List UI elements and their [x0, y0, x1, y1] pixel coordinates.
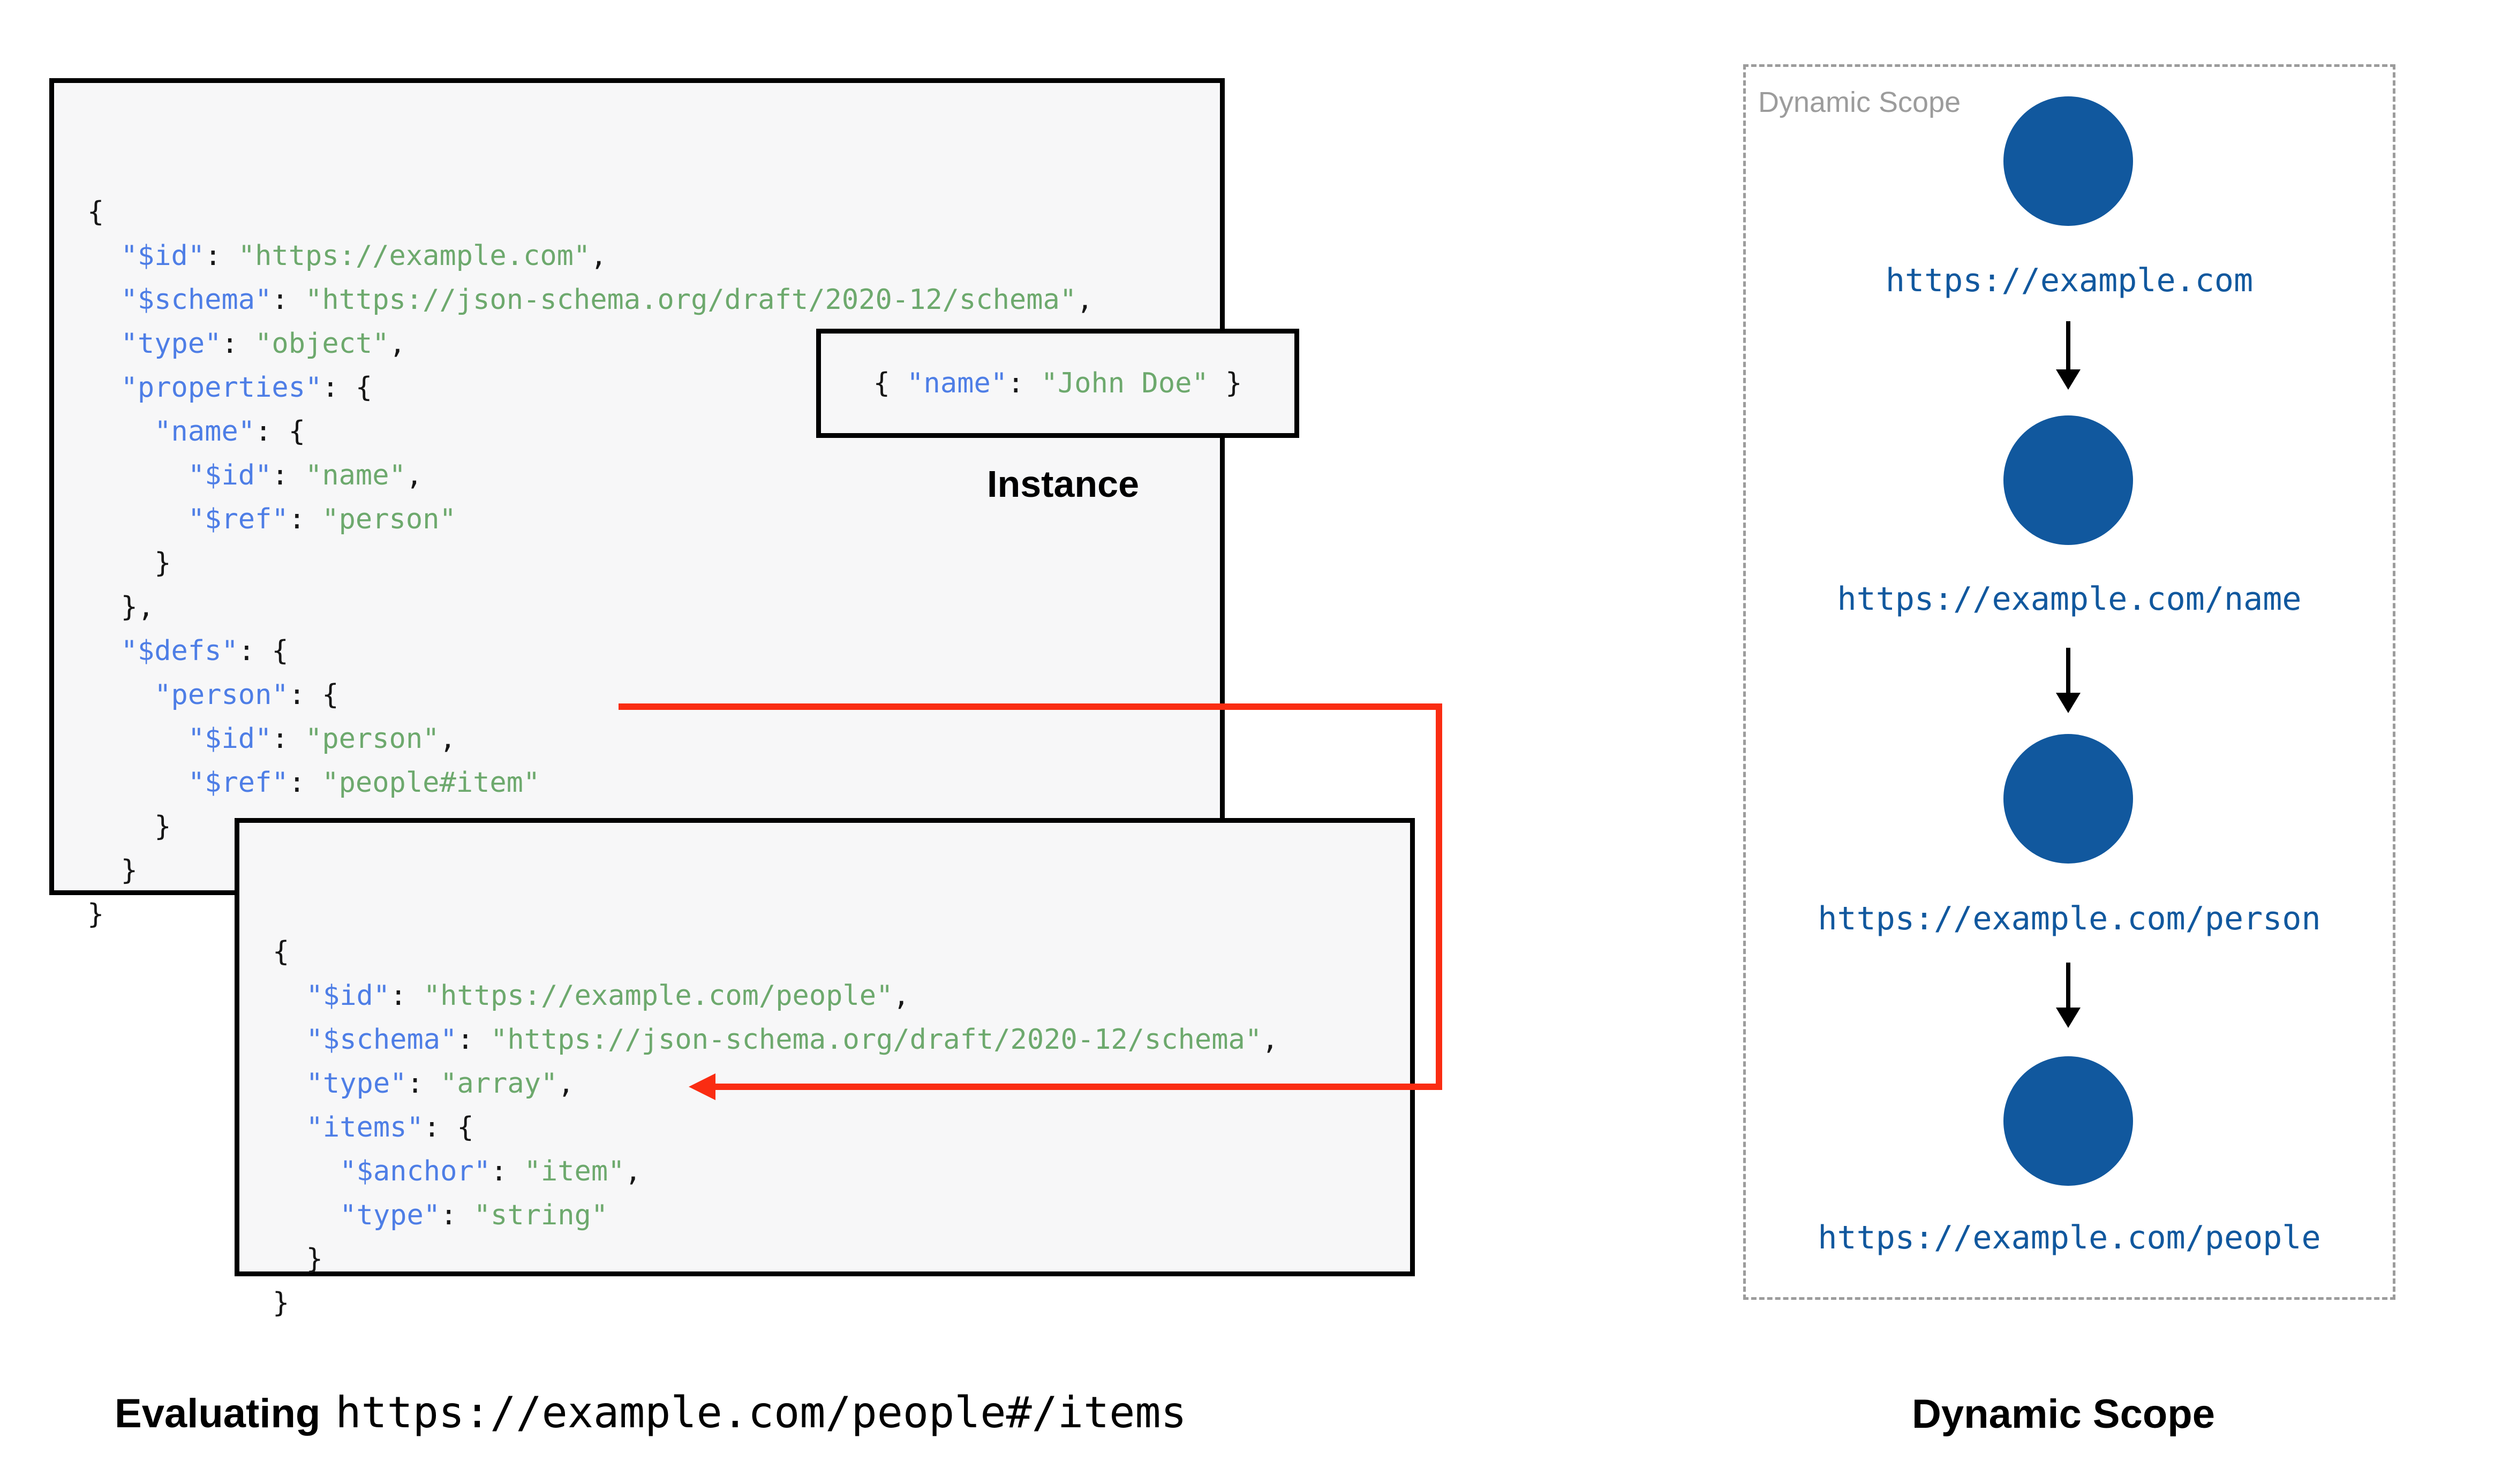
- code-line: "$id": "name",: [187, 459, 423, 491]
- dynamic-scope-caption: Dynamic Scope: [1912, 1391, 2215, 1437]
- code-line: "$id": "https://example.com",: [120, 240, 607, 272]
- code-line: "items": {: [306, 1111, 474, 1144]
- instance-box: { "name": "John Doe" }: [816, 329, 1299, 438]
- scope-node-url-4: https://example.com/people: [1818, 1219, 2321, 1256]
- code-line: }: [87, 854, 138, 887]
- code-line: "$ref": "person": [187, 503, 456, 535]
- scope-node-circle-4: [2003, 1056, 2133, 1186]
- code-line: {: [273, 936, 290, 968]
- scope-node-circle-1: [2003, 96, 2133, 226]
- evaluating-caption: Evaluating https://example.com/people#/i…: [115, 1388, 1187, 1437]
- code-line: }: [87, 547, 171, 579]
- code-line: "$schema": "https://json-schema.org/draf…: [306, 1024, 1279, 1056]
- code-line: }: [87, 898, 104, 930]
- code-line: }: [87, 811, 171, 843]
- scope-node-circle-3: [2003, 734, 2133, 864]
- dynamic-scope-panel-label: Dynamic Scope: [1758, 86, 1961, 118]
- code-line: "type": "array",: [306, 1067, 575, 1100]
- code-line: "$defs": {: [120, 635, 289, 667]
- main-schema-code: { "$id": "https://example.com", "$schema…: [54, 171, 1220, 936]
- evaluated-uri: https://example.com/people#/items: [335, 1388, 1187, 1437]
- code-line: "$id": "person",: [187, 723, 456, 755]
- scope-node-url-1: https://example.com: [1885, 262, 2254, 299]
- code-line: "name": {: [154, 415, 305, 448]
- code-line: },: [87, 591, 155, 623]
- code-line: "type": "object",: [120, 328, 406, 360]
- instance-code: { "name": "John Doe" }: [873, 367, 1242, 399]
- code-line: }: [273, 1287, 290, 1319]
- evaluating-label: Evaluating: [115, 1391, 321, 1436]
- people-schema-code: { "$id": "https://example.com/people", "…: [239, 911, 1410, 1325]
- scope-node-url-3: https://example.com/person: [1818, 900, 2321, 937]
- code-line: "type": "string": [340, 1199, 608, 1231]
- code-line: "properties": {: [120, 372, 373, 404]
- code-line: { "name": "John Doe" }: [873, 367, 1242, 399]
- code-line: }: [273, 1243, 323, 1275]
- code-line: "person": {: [154, 679, 339, 711]
- scope-node-circle-2: [2003, 415, 2133, 545]
- code-line: {: [87, 196, 104, 228]
- code-line: "$schema": "https://json-schema.org/draf…: [120, 284, 1094, 316]
- code-line: "$id": "https://example.com/people",: [306, 980, 910, 1012]
- code-line: "$ref": "people#item": [187, 767, 540, 799]
- scope-node-url-2: https://example.com/name: [1837, 580, 2302, 618]
- code-line: "$anchor": "item",: [340, 1155, 642, 1187]
- people-schema-block: { "$id": "https://example.com/people", "…: [235, 818, 1415, 1319]
- instance-caption: Instance: [987, 463, 1139, 505]
